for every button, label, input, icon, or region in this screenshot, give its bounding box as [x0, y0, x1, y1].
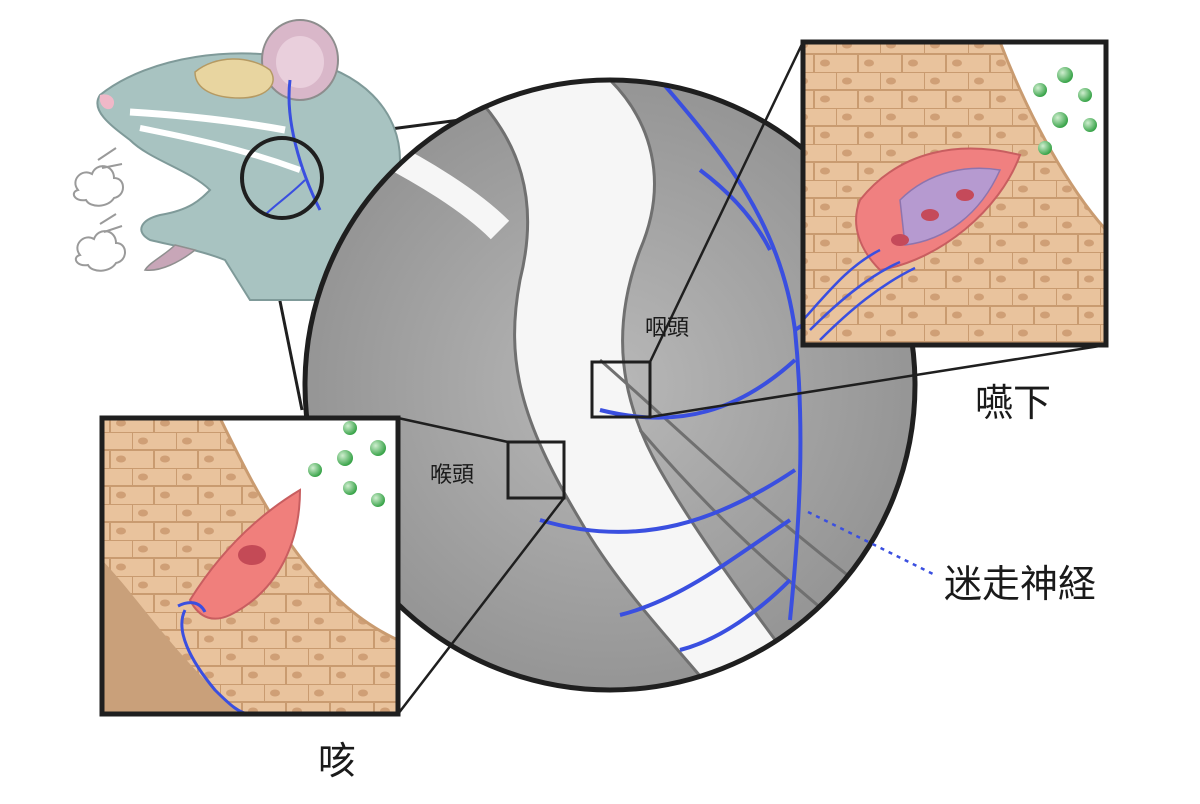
cloud-puff-icon — [72, 147, 124, 207]
swallow-label: 嚥下 — [975, 381, 1052, 425]
pharynx-label: 咽頭 — [645, 316, 690, 341]
throat-cross-section — [302, 77, 918, 693]
vagus-nerve-label: 迷走神経 — [944, 562, 1097, 606]
larynx-zoom-box — [506, 440, 566, 500]
vagus-label-leader — [807, 510, 936, 577]
cough-label: 咳 — [318, 739, 357, 783]
throat-zoom-circle — [240, 136, 324, 220]
mouse-illustration — [96, 19, 402, 301]
larynx-label: 喉頭 — [430, 463, 475, 488]
cloud-puff-icon — [74, 213, 126, 272]
cough-inset — [99, 415, 401, 717]
pharynx-zoom-box — [590, 360, 652, 419]
swallow-inset — [800, 39, 1109, 348]
inset-connectors — [397, 41, 1107, 715]
